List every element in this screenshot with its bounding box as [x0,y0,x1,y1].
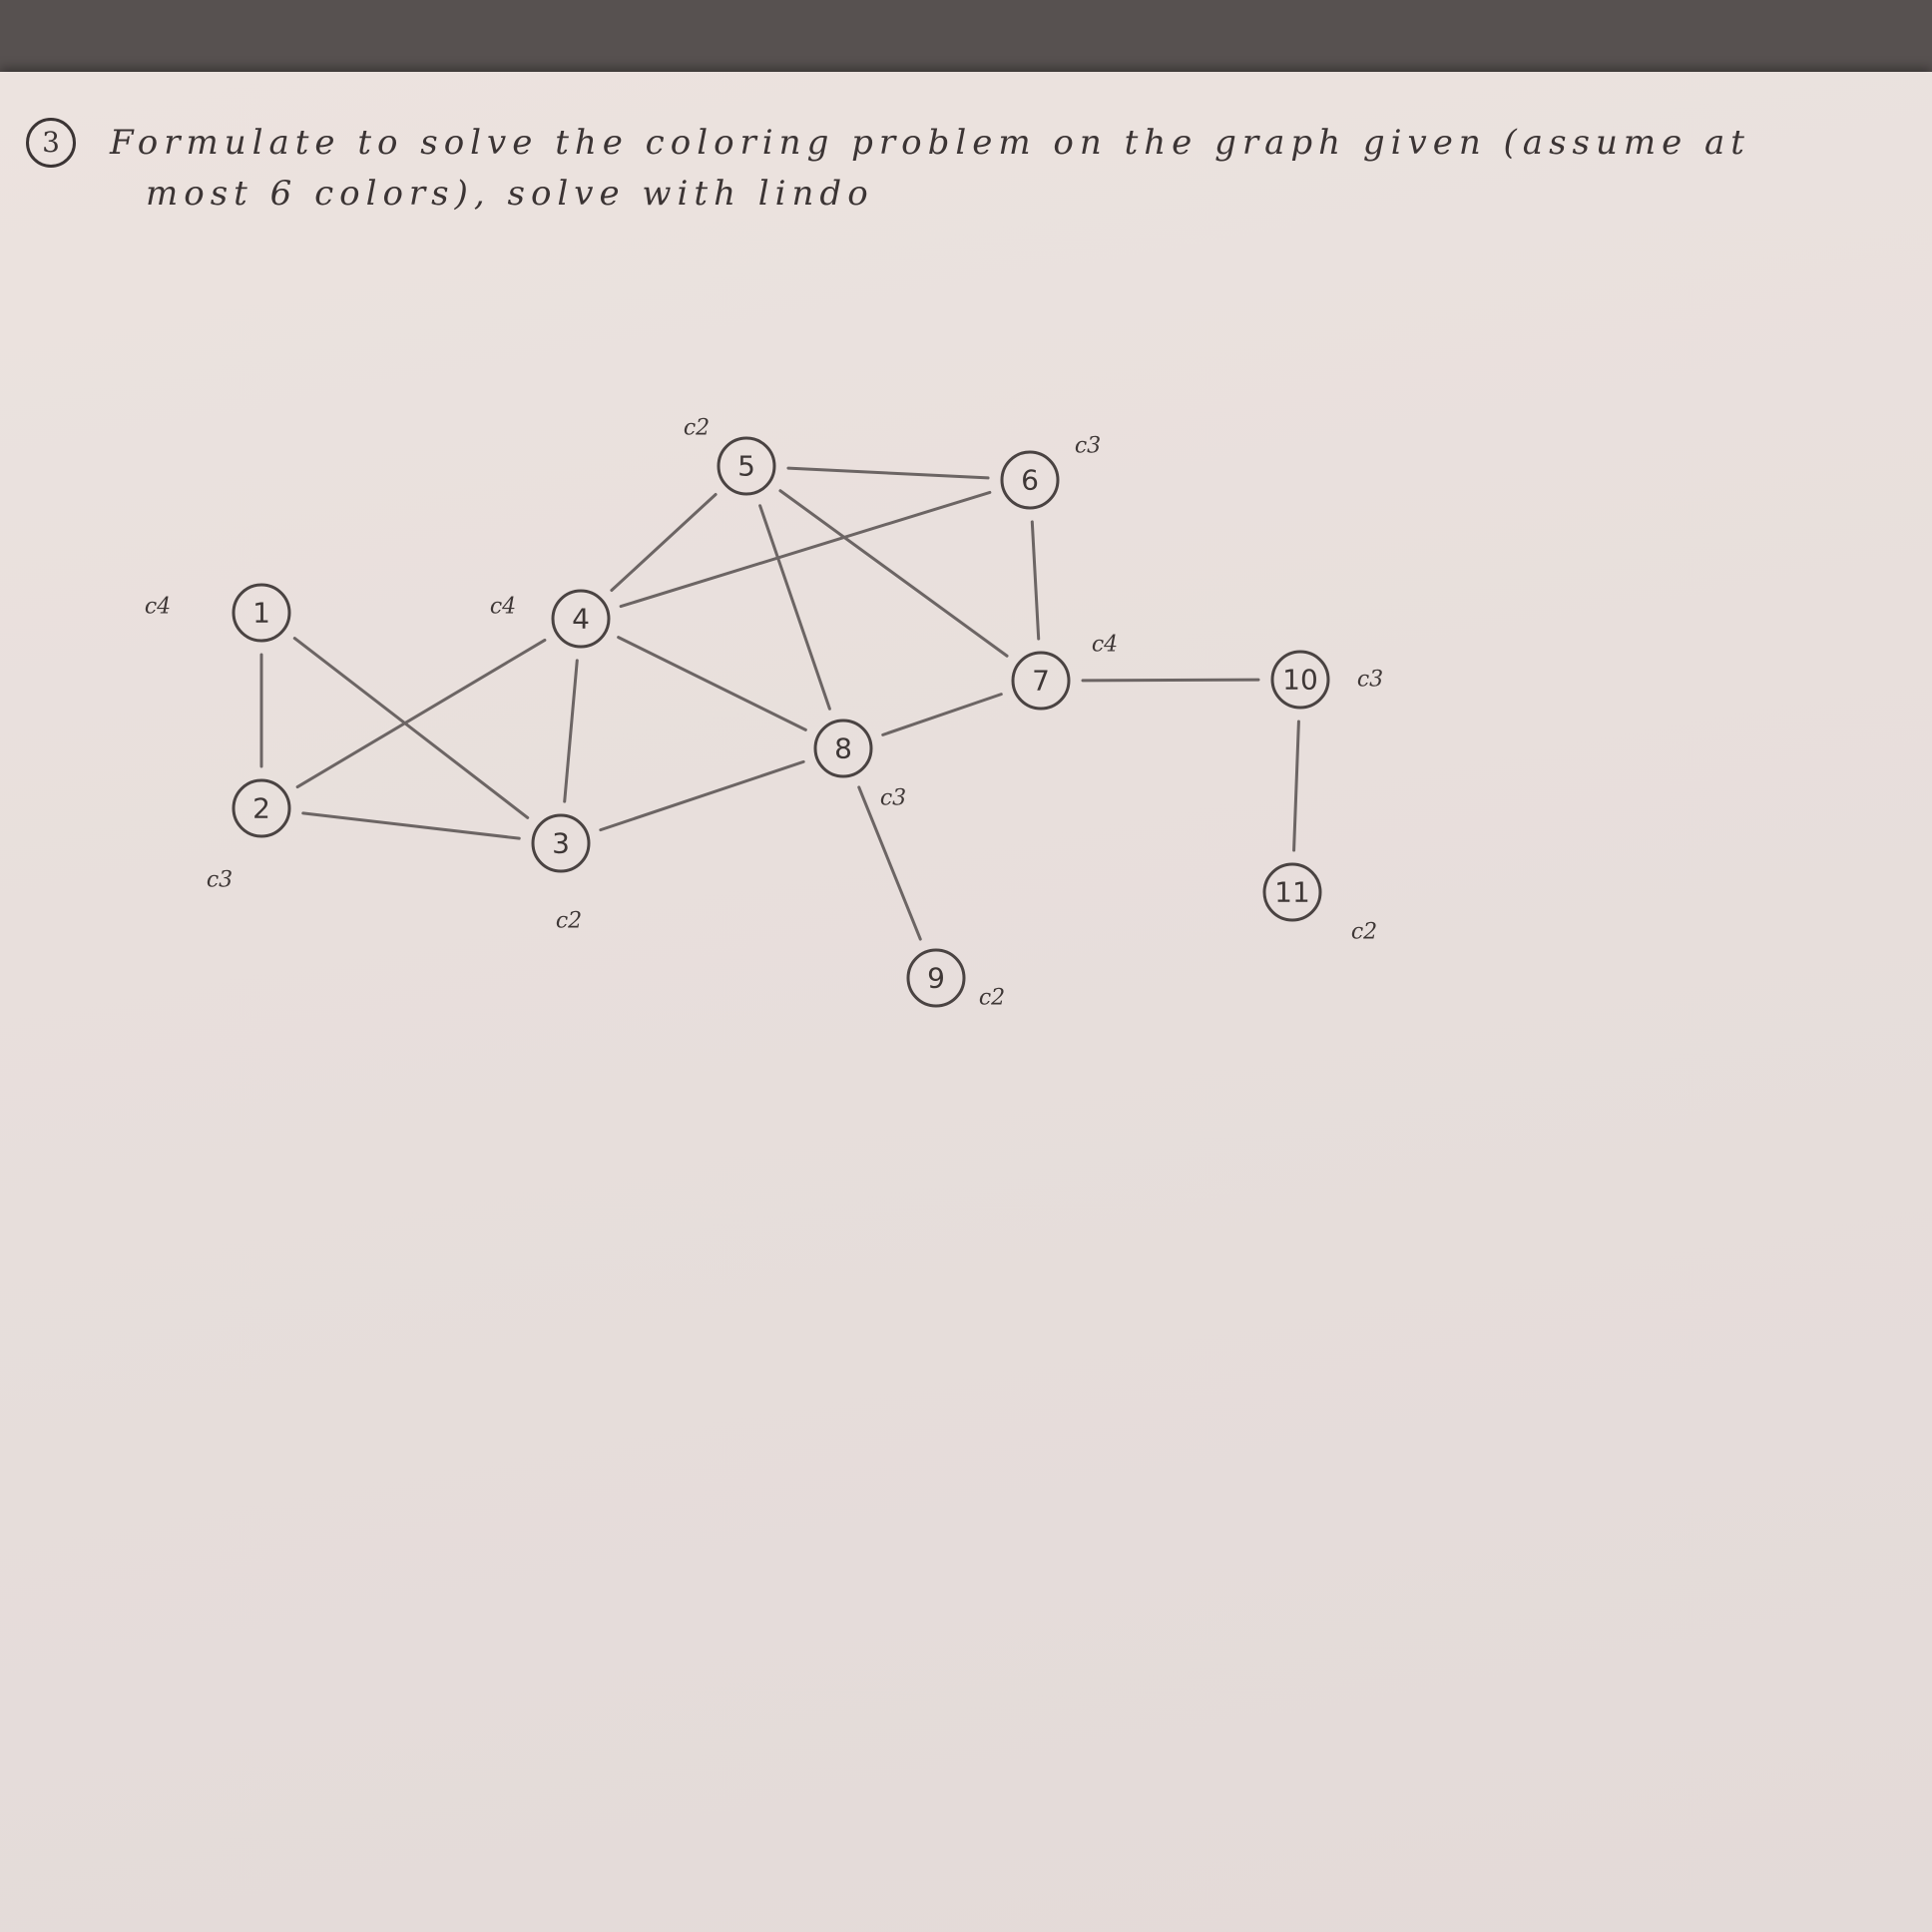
edge-2-4 [295,638,547,789]
node-circle [531,813,591,873]
node-3: 3 c2 [531,813,591,934]
edge-4-6 [619,490,992,609]
node-6: 6 c3 [1000,434,1101,510]
node-circle [232,778,291,838]
edge-7-8 [881,693,1003,736]
node-color-label: c4 [145,595,171,620]
edge-1-3 [292,637,530,819]
node-circle [1262,862,1322,922]
node-label: 10 [1282,664,1318,697]
node-1: 1 c4 [145,583,291,643]
node-label: 1 [252,597,270,630]
node-circle [813,719,873,778]
edge-3-8 [599,759,805,832]
node-10: 10 c3 [1270,650,1383,710]
node-11: 11 c2 [1262,862,1377,945]
node-color-label: c3 [207,868,233,893]
node-circle [717,436,776,496]
node-8: 8 c3 [813,719,906,811]
node-circle [1011,651,1071,711]
node-color-label: c3 [1075,434,1101,459]
question-text: 3 Formulate to solve the coloring problem… [26,118,1802,214]
question-line-2: most 6 colors), solve with lindo [146,174,874,214]
node-label: 4 [572,603,590,636]
node-label: 3 [552,827,570,860]
node-color-label: c2 [556,909,582,934]
node-circle [551,589,611,649]
edge-2-3 [301,811,521,840]
node-4: 4 c4 [490,589,611,649]
edge-5-6 [786,466,990,480]
node-circle [232,583,291,643]
question-line-1: Formulate to solve the coloring problem … [110,123,1750,163]
node-label: 9 [927,962,945,995]
edge-4-5 [610,492,718,593]
edge-5-7 [778,489,1009,658]
paper-sheet [0,72,1932,1932]
node-circle [906,948,966,1008]
node-circle [1270,650,1330,710]
node-color-label: c3 [880,786,906,811]
edge-4-8 [617,636,807,731]
graph-nodes: 1 c4 2 c3 3 c2 4 c4 5 c2 6 c3 7 c4 8 c3 9 c2 10 c3 11 c2 [145,416,1383,1011]
node-9: 9 c2 [906,948,1005,1011]
node-color-label: c4 [1092,633,1118,658]
node-label: 2 [252,792,270,825]
node-color-label: c3 [1357,668,1383,693]
edge-7-10 [1081,678,1260,683]
question-number: 3 [26,118,76,168]
node-label: 8 [834,732,852,765]
node-color-label: c2 [684,416,710,441]
edge-8-9 [857,785,922,941]
edge-10-11 [1292,720,1300,852]
node-color-label: c2 [979,986,1005,1011]
node-2: 2 c3 [207,778,291,893]
node-color-label: c4 [490,595,516,620]
node-label: 5 [737,450,755,483]
node-circle [1000,450,1060,510]
node-label: 11 [1274,876,1310,909]
node-label: 6 [1021,464,1039,497]
edge-5-8 [758,504,831,711]
node-color-label: c2 [1351,920,1377,945]
edge-3-4 [563,659,579,803]
node-label: 7 [1032,665,1050,698]
node-7: 7 c4 [1011,633,1118,711]
graph-edges [259,466,1300,941]
edge-6-7 [1030,520,1041,641]
node-5: 5 c2 [684,416,776,496]
